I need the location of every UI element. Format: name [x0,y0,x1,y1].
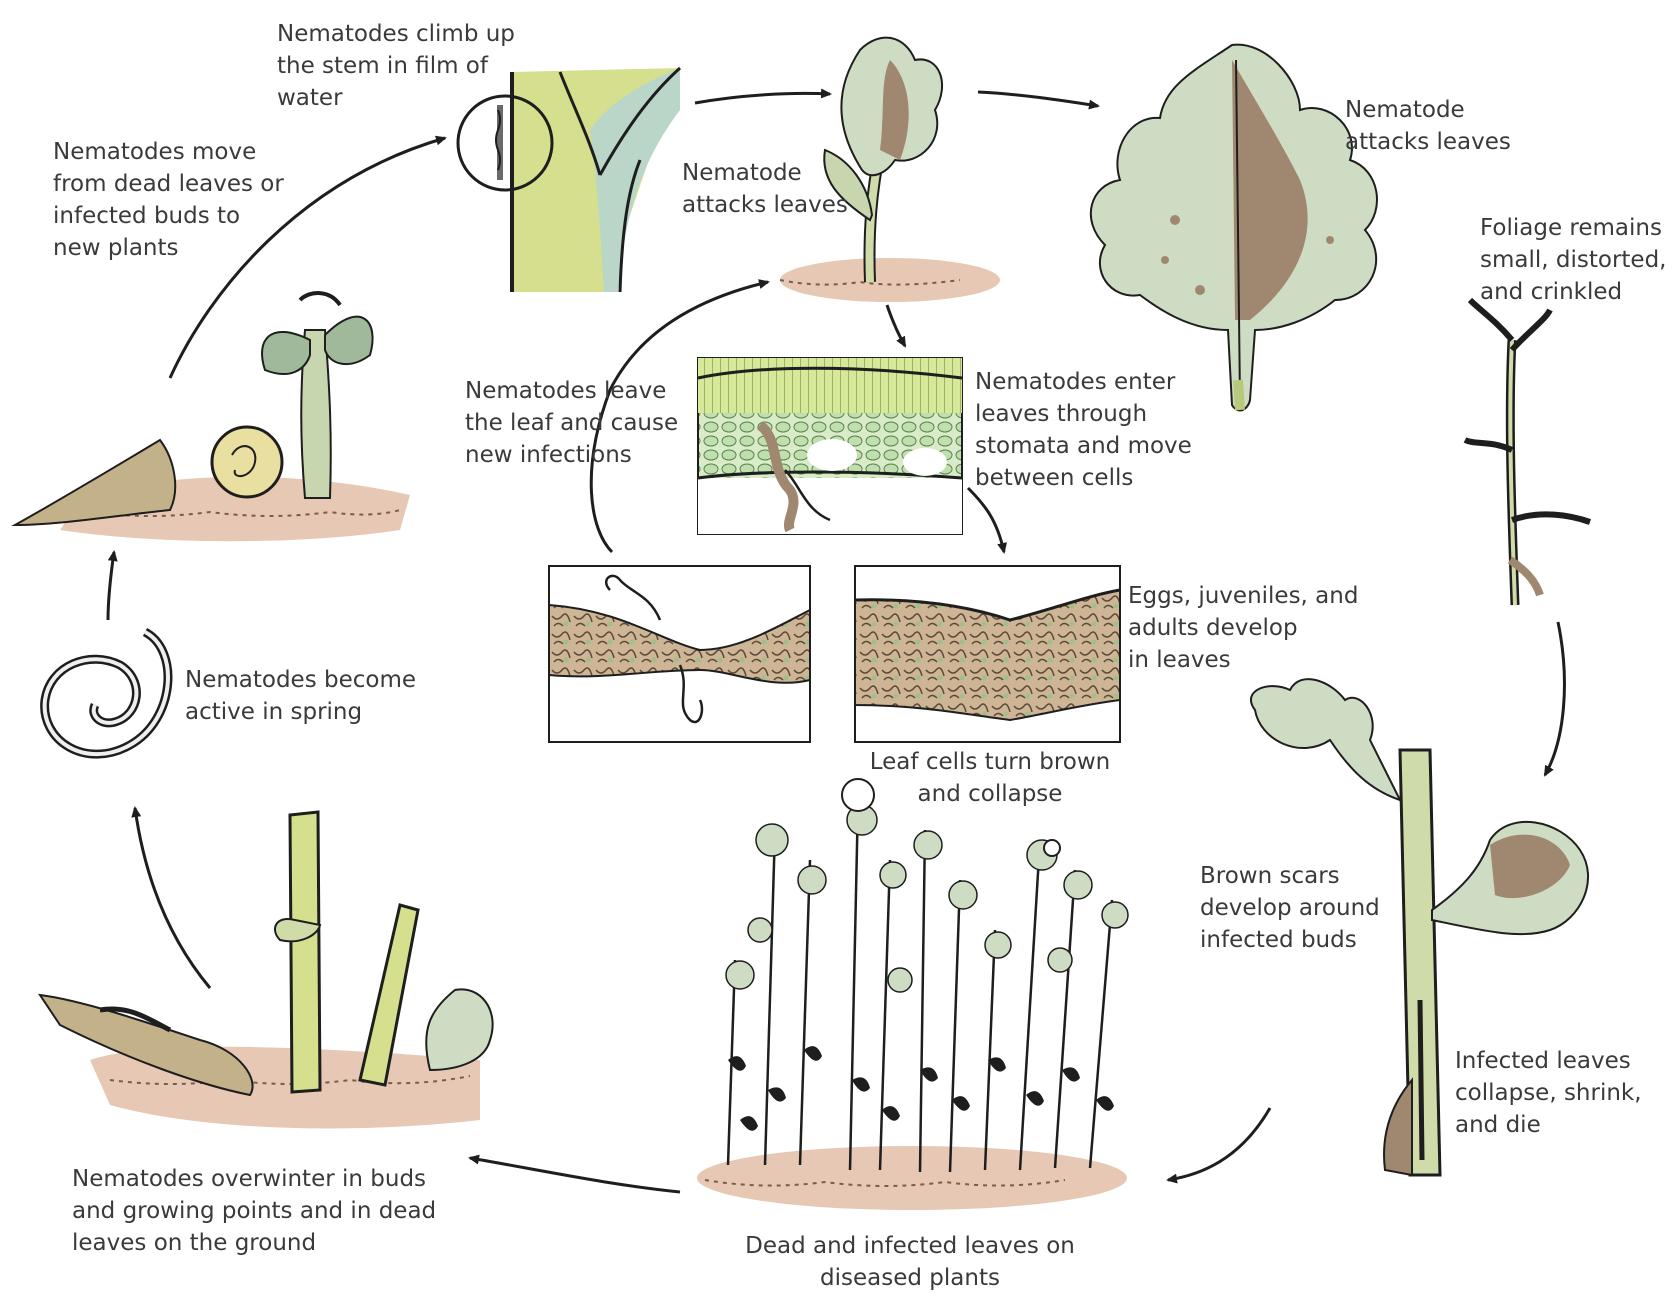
cross-section-brown-box [855,566,1120,742]
label-leave-leaf: Nematodes leave the leaf and cause new i… [465,375,678,471]
diseased-plants-illustration [697,779,1128,1210]
overwintering-plant-illustration [40,812,493,1128]
cross-section-entry-box [698,358,962,534]
label-foliage-remains: Foliage remains small, distorted, and cr… [1480,212,1666,308]
label-move-dead-leaves: Nematodes move from dead leaves or infec… [53,136,284,264]
label-dead-infected: Dead and infected leaves on diseased pla… [720,1230,1100,1294]
large-leaf-illustration [1091,45,1377,411]
emerging-plant-illustration [15,293,410,541]
arrow-scars-to-plants [1168,1108,1270,1180]
label-overwinter: Nematodes overwinter in buds and growing… [72,1163,436,1259]
label-attacks-leaves-small: Nematode attacks leaves [682,157,848,221]
arrow-worm-to-plant [108,552,114,620]
arrow-shoot-to-leaf [978,92,1098,106]
cross-section-exit-box [549,566,810,742]
label-brown-scars: Brown scars develop around infected buds [1200,860,1380,956]
arrow-stem-to-shoot [695,93,830,103]
label-infected-collapse: Infected leaves collapse, shrink, and di… [1455,1045,1642,1141]
label-cells-brown: Leaf cells turn brown and collapse [850,746,1130,810]
label-climb-stem: Nematodes climb up the stem in film of w… [277,18,515,114]
arrow-foliage-to-scars [1545,622,1564,775]
arrow-plants-to-overwinter [470,1158,680,1192]
label-enter-leaves: Nematodes enter leaves through stomata a… [975,366,1192,494]
coiled-nematode-illustration [45,632,168,754]
arrow-overwinter-to-worm [135,808,210,988]
label-eggs-juveniles: Eggs, juveniles, and adults develop in l… [1128,580,1358,676]
arrow-shoot-to-section [887,305,905,346]
crinkled-foliage-illustration [1465,300,1590,605]
label-become-active: Nematodes become active in spring [185,664,416,728]
label-attacks-leaves-large: Nematode attacks leaves [1345,94,1511,158]
arrow-section-to-brown [968,488,1004,552]
